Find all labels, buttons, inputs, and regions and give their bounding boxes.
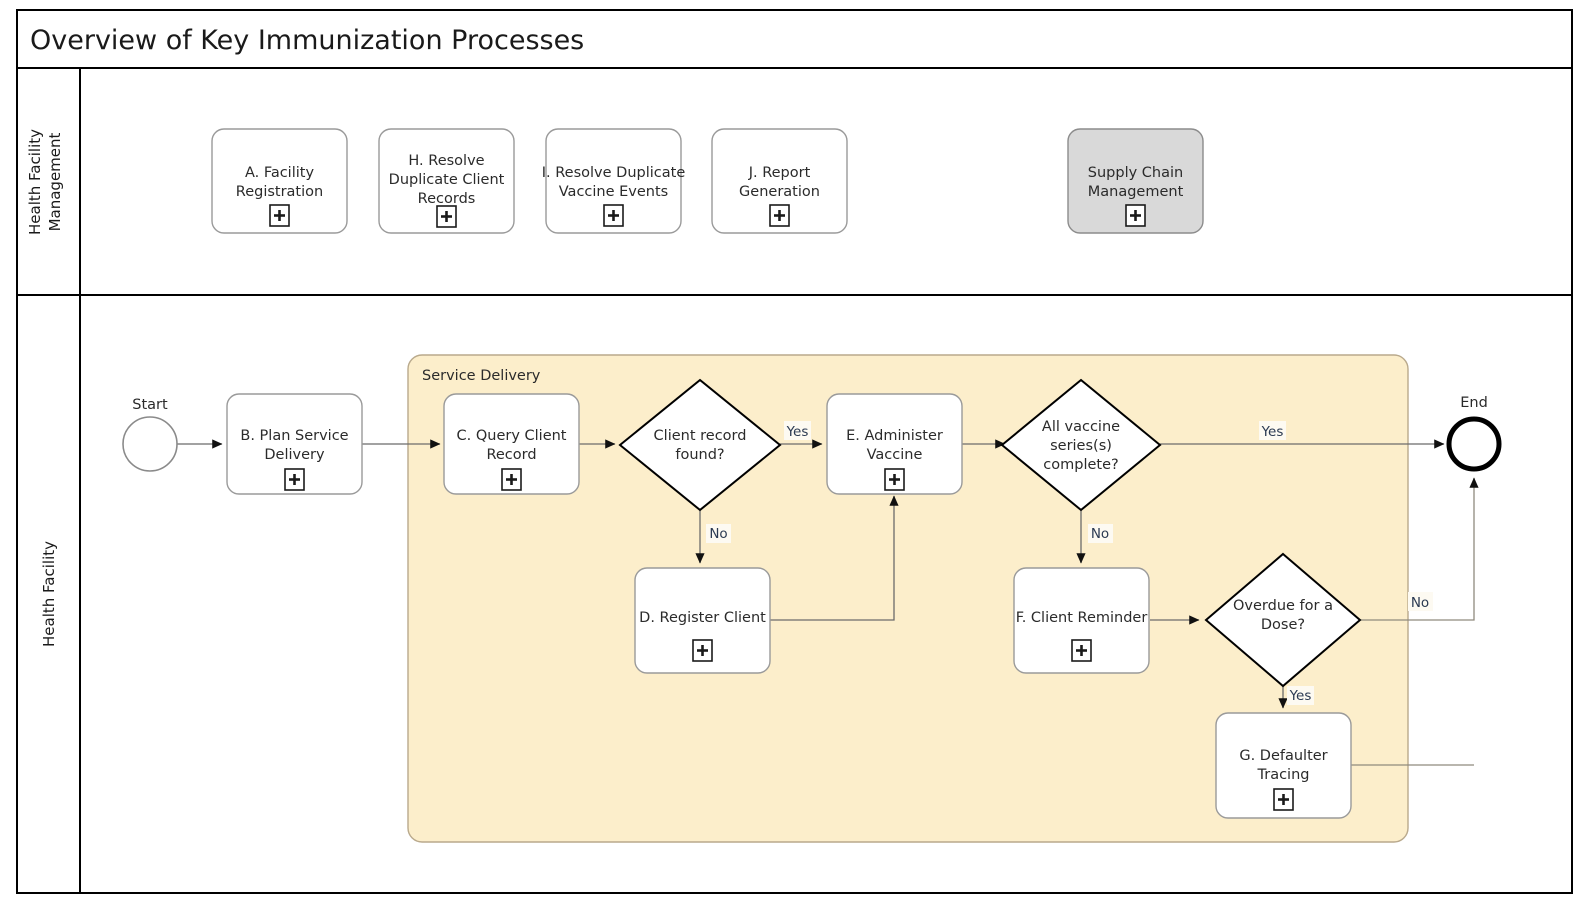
svg-text:F. Client Reminder: F. Client Reminder (1016, 610, 1148, 626)
svg-text:Yes: Yes (1289, 688, 1312, 704)
flow-label-record-found-no: No (706, 524, 731, 543)
lane-label-management: Health Facility Management (26, 129, 64, 235)
svg-text:Records: Records (418, 191, 476, 207)
svg-text:Management: Management (1088, 184, 1184, 200)
task-e-administer-vaccine[interactable]: E. Administer Vaccine (826, 393, 963, 495)
subprocess-plus-icon[interactable] (269, 204, 290, 227)
svg-text:Health Facility: Health Facility (40, 541, 58, 647)
task-f-client-reminder[interactable]: F. Client Reminder (1013, 567, 1150, 674)
task-box[interactable] (211, 128, 348, 234)
task-h-resolve-duplicate-client-records[interactable]: H. Resolve Duplicate Client Records (378, 128, 515, 234)
subprocess-plus-icon[interactable] (501, 468, 522, 491)
flow-label-series-complete-yes: Yes (1259, 421, 1286, 440)
task-b-plan-service-delivery[interactable]: B. Plan Service Delivery (226, 393, 363, 495)
task-box[interactable] (1067, 128, 1204, 234)
subprocess-plus-icon[interactable] (1071, 639, 1092, 662)
task-i-resolve-duplicate-vaccine-events[interactable]: I. Resolve Duplicate Vaccine Events (542, 128, 686, 234)
gateway-diamond[interactable] (1204, 552, 1362, 688)
svg-text:Overdue for a: Overdue for a (1233, 598, 1333, 614)
svg-text:Duplicate Client: Duplicate Client (389, 172, 505, 188)
svg-text:Generation: Generation (739, 184, 820, 200)
gateway-client-record-found[interactable]: Client record found? (618, 378, 782, 512)
task-box[interactable] (634, 567, 771, 674)
subprocess-plus-icon[interactable] (884, 468, 905, 491)
svg-text:Vaccine Events: Vaccine Events (559, 184, 668, 200)
subprocess-plus-icon[interactable] (769, 204, 790, 227)
task-g-defaulter-tracing[interactable]: G. Defaulter Tracing (1215, 712, 1352, 819)
gateway-diamond[interactable] (1000, 378, 1162, 512)
svg-text:A. Facility: A. Facility (245, 165, 315, 181)
svg-text:J. Report: J. Report (748, 165, 811, 181)
svg-text:Registration: Registration (236, 184, 323, 200)
task-supply-chain-management[interactable]: Supply Chain Management (1067, 128, 1204, 234)
svg-text:Health Facility: Health Facility (26, 129, 44, 235)
flow-label-series-complete-no: No (1088, 524, 1113, 543)
subprocess-plus-icon[interactable] (284, 468, 305, 491)
svg-text:found?: found? (675, 447, 724, 463)
end-event[interactable]: End (1446, 395, 1502, 472)
svg-text:Delivery: Delivery (264, 447, 325, 463)
subprocess-plus-icon[interactable] (1273, 788, 1294, 811)
flow-gw-overdue-no-to-end (1360, 477, 1479, 621)
svg-text:D. Register Client: D. Register Client (639, 610, 766, 626)
subprocess-plus-icon[interactable] (1125, 204, 1146, 227)
svg-text:H. Resolve: H. Resolve (408, 153, 484, 169)
svg-text:No: No (1091, 526, 1109, 542)
task-d-register-client[interactable]: D. Register Client (634, 567, 771, 674)
svg-text:G. Defaulter: G. Defaulter (1239, 748, 1327, 764)
end-event-label: End (1460, 395, 1488, 411)
svg-text:E. Administer: E. Administer (846, 428, 943, 444)
subprocess-plus-icon[interactable] (603, 204, 624, 227)
svg-text:Yes: Yes (786, 424, 809, 440)
task-a-facility-registration[interactable]: A. Facility Registration (211, 128, 348, 234)
svg-text:Tracing: Tracing (1257, 767, 1310, 783)
svg-text:complete?: complete? (1043, 457, 1118, 473)
task-box[interactable] (1215, 712, 1352, 819)
svg-text:Record: Record (486, 447, 536, 463)
page-title: Overview of Key Immunization Processes (30, 25, 584, 56)
task-box[interactable] (826, 393, 963, 495)
svg-text:Dose?: Dose? (1261, 617, 1305, 633)
svg-text:I. Resolve Duplicate: I. Resolve Duplicate (542, 165, 686, 181)
svg-text:Yes: Yes (1261, 424, 1284, 440)
svg-text:All vaccine: All vaccine (1042, 419, 1120, 435)
subprocess-plus-icon[interactable] (436, 205, 457, 228)
svg-text:Management: Management (46, 132, 64, 231)
svg-text:C. Query Client: C. Query Client (457, 428, 567, 444)
svg-text:No: No (709, 526, 727, 542)
svg-text:Client record: Client record (654, 428, 747, 444)
task-box[interactable] (443, 393, 580, 495)
task-box[interactable] (711, 128, 848, 234)
flow-label-record-found-yes: Yes (784, 421, 811, 440)
subprocess-plus-icon[interactable] (692, 639, 713, 662)
lane-label-facility: Health Facility (40, 541, 58, 647)
gateway-overdue-for-dose[interactable]: Overdue for a Dose? (1204, 552, 1362, 688)
start-event-label: Start (132, 397, 168, 413)
service-delivery-group-label: Service Delivery (422, 368, 541, 384)
task-box[interactable] (378, 128, 515, 234)
start-event-circle[interactable] (122, 416, 178, 472)
svg-text:No: No (1411, 595, 1429, 611)
start-event[interactable]: Start (122, 397, 178, 472)
gateway-all-vaccine-series-complete[interactable]: All vaccine series(s) complete? (1000, 378, 1162, 512)
task-c-query-client-record[interactable]: C. Query Client Record (443, 393, 580, 495)
flow-d-to-e (770, 495, 899, 621)
task-box[interactable] (1013, 567, 1150, 674)
svg-text:series(s): series(s) (1050, 438, 1112, 454)
gateway-diamond[interactable] (618, 378, 782, 512)
flow-label-overdue-yes: Yes (1287, 686, 1314, 705)
svg-text:Supply Chain: Supply Chain (1088, 165, 1183, 181)
end-event-circle[interactable] (1446, 416, 1502, 472)
task-box[interactable] (545, 128, 682, 234)
svg-text:B. Plan Service: B. Plan Service (240, 428, 348, 444)
flow-label-overdue-no: No (1408, 592, 1433, 611)
task-box[interactable] (226, 393, 363, 495)
task-j-report-generation[interactable]: J. Report Generation (711, 128, 848, 234)
svg-text:Vaccine: Vaccine (867, 447, 923, 463)
